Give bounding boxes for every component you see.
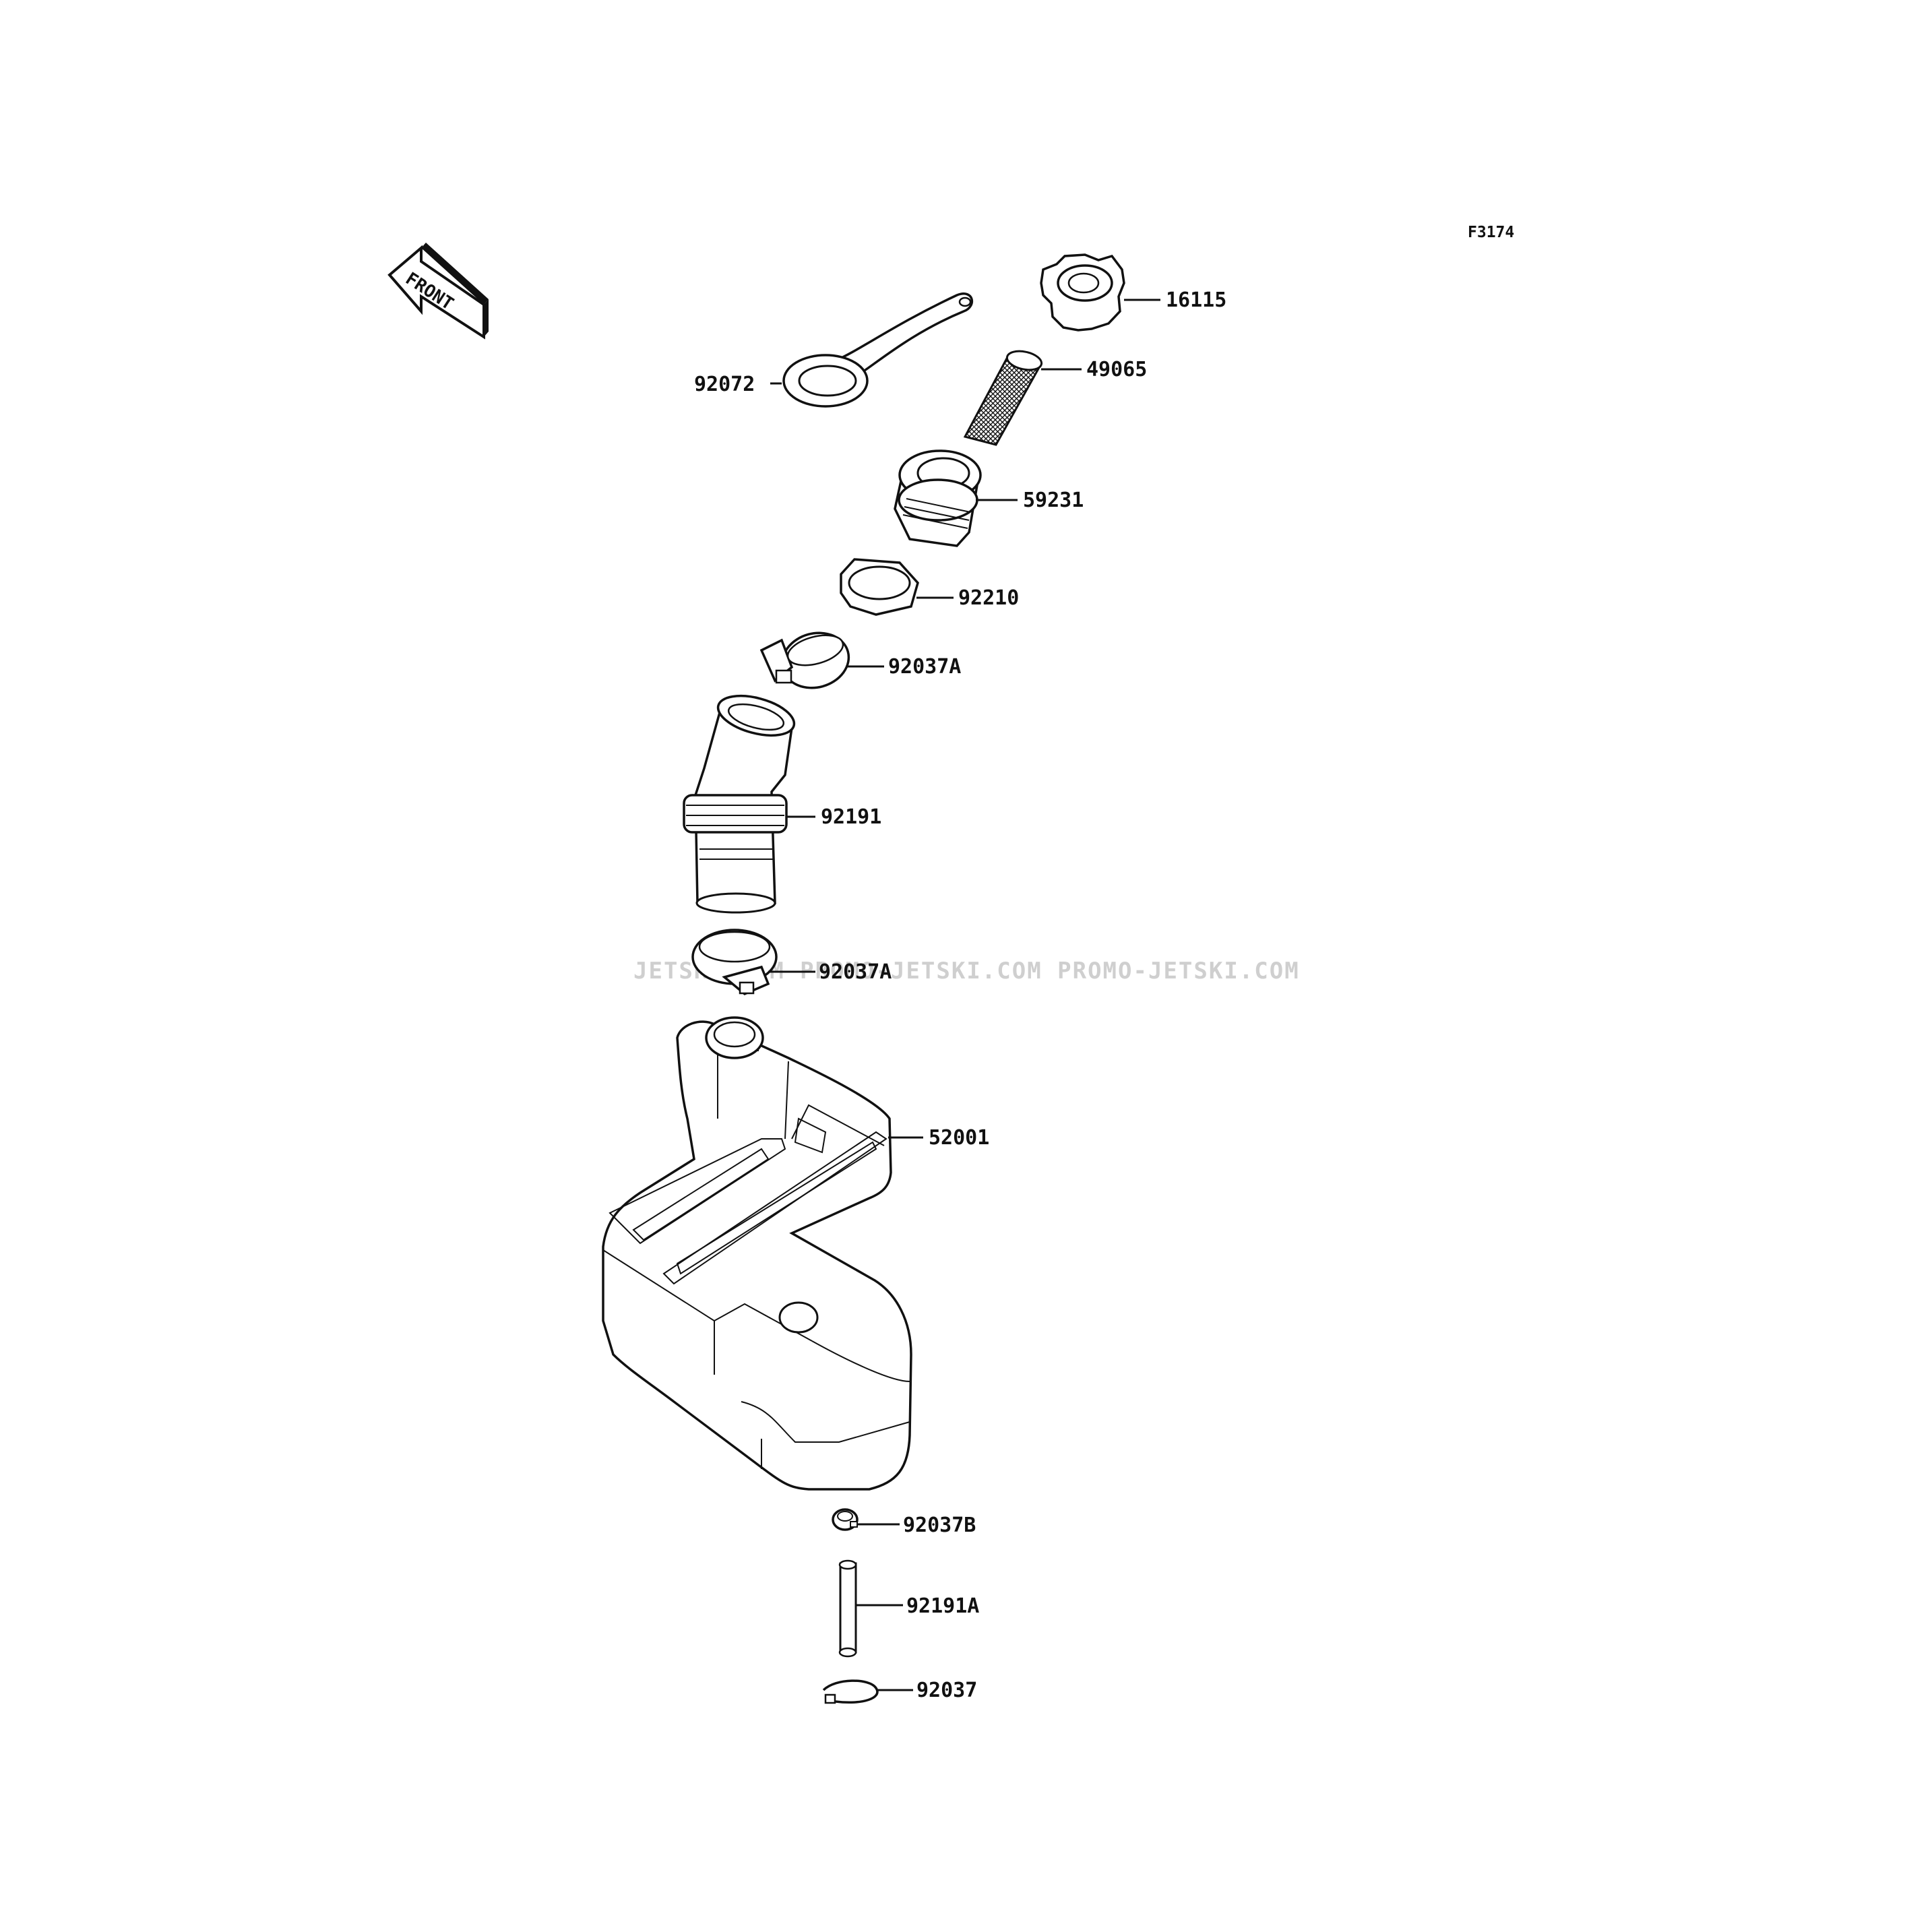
part-label-49065: 49065 — [1086, 358, 1147, 381]
fuel-tank — [602, 1016, 912, 1491]
part-label-92037b: 92037B — [903, 1514, 976, 1537]
part-label-92037: 92037 — [916, 1679, 977, 1702]
filler-hose — [683, 694, 796, 914]
part-label-92191a: 92191A — [906, 1594, 979, 1618]
lock-nut — [840, 558, 919, 616]
part-label-92037a-lower: 92037A — [819, 960, 892, 984]
part-label-92210: 92210 — [958, 586, 1019, 610]
small-clamp — [822, 1679, 879, 1704]
part-label-92072: 92072 — [694, 373, 755, 396]
part-label-92191: 92191 — [821, 805, 881, 829]
hose-clamp-lower — [691, 929, 778, 996]
fuel-filter — [963, 350, 1043, 446]
filler-neck — [894, 449, 982, 547]
front-arrow-icon: FRONT — [387, 243, 489, 340]
hose-clamp-upper — [759, 631, 850, 689]
figure-code: F3174 — [1468, 224, 1514, 241]
clip — [832, 1508, 859, 1531]
small-hose — [838, 1559, 857, 1658]
fuel-cap — [1040, 253, 1125, 332]
cap-strap — [782, 292, 974, 408]
part-label-52001: 52001 — [929, 1126, 989, 1150]
part-label-16115: 16115 — [1166, 288, 1226, 312]
part-label-92037a-upper: 92037A — [888, 655, 961, 679]
part-label-59231: 59231 — [1023, 489, 1084, 512]
